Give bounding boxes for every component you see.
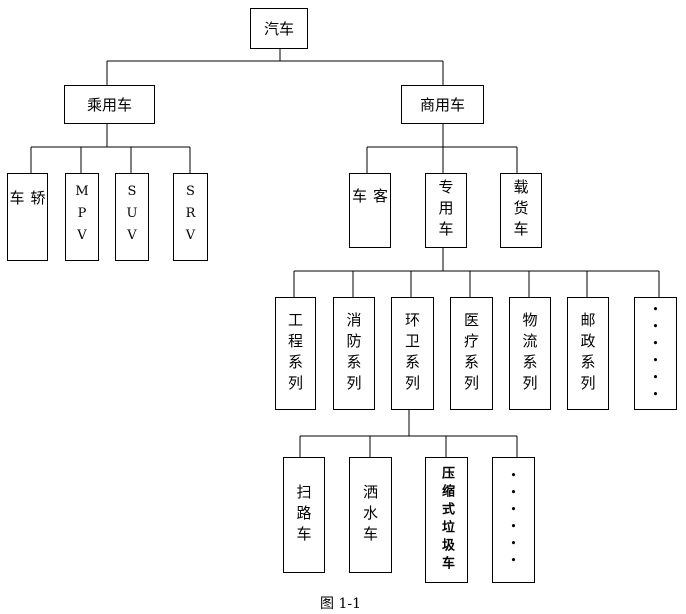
node-mpv: MPV (65, 173, 99, 261)
node-more-series: •••••• (634, 297, 677, 410)
node-compression-garbage-truck: 压缩式垃圾车 (425, 457, 468, 583)
node-logistics-series: 物流系列 (509, 297, 551, 410)
node-commercial-vehicle: 商用车 (401, 85, 484, 124)
node-automobile: 汽车 (250, 8, 308, 49)
node-bus: 客车 (349, 173, 391, 248)
node-suv: SUV (115, 173, 149, 261)
node-sprinkler-truck: 洒水车 (349, 457, 392, 573)
node-fire-series: 消防系列 (333, 297, 375, 410)
node-postal-series: 邮政系列 (567, 297, 609, 410)
node-passenger-car: 乘用车 (64, 85, 155, 124)
node-street-sweeper: 扫路车 (283, 457, 325, 573)
node-sanitation-series: 环卫系列 (391, 297, 434, 410)
node-truck: 载货车 (500, 173, 542, 248)
node-special-vehicle: 专用车 (425, 173, 467, 248)
node-more-sanitation: •••••• (492, 457, 535, 583)
node-engineering-series: 工程系列 (275, 297, 316, 410)
node-srv: SRV (173, 173, 208, 261)
node-medical-series: 医疗系列 (450, 297, 493, 410)
node-sedan: 轿车 (7, 173, 48, 261)
figure-caption: 图 1-1 (320, 596, 361, 612)
